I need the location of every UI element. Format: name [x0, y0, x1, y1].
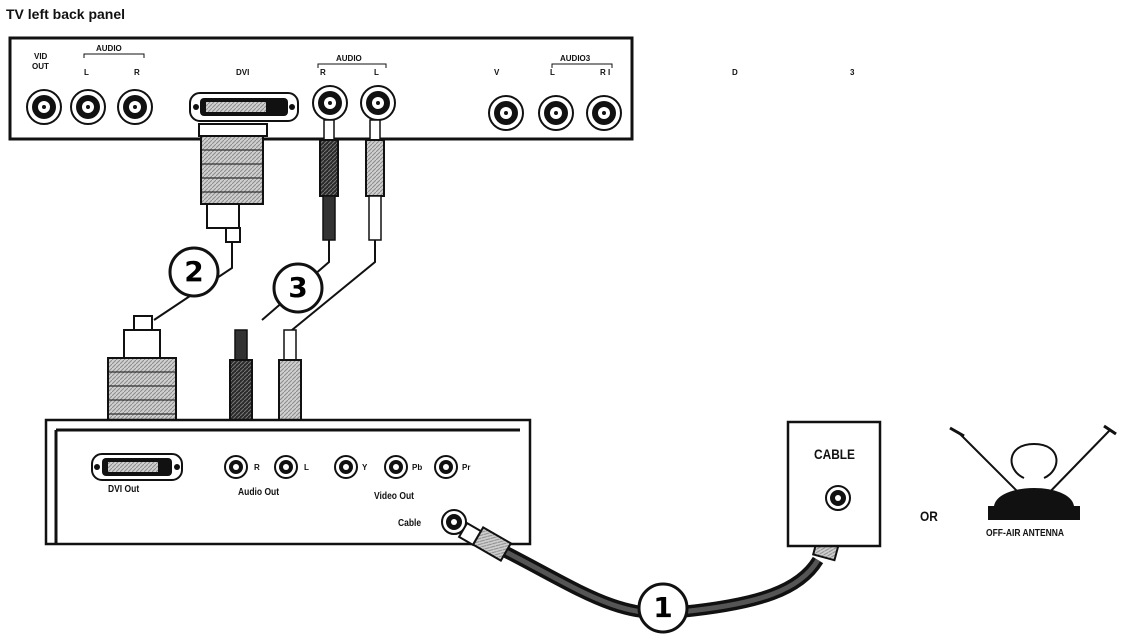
tv-vid-out-jack: [26, 89, 62, 125]
tv-dvi-label: DVI: [236, 68, 250, 77]
tv-v-label: V: [494, 68, 500, 77]
box-pb-jack: [384, 455, 408, 479]
tv-audio2-l-label: L: [374, 68, 379, 77]
box-y-label: Y: [362, 463, 368, 472]
tv-audio3-label: AUDIO3: [560, 54, 591, 63]
callout-2-number: 2: [184, 255, 204, 288]
tv-audio3-l-label: L: [550, 68, 555, 77]
tv-audio2-label: AUDIO: [336, 54, 362, 63]
box-r-label: R: [254, 463, 260, 472]
box-pr-label: Pr: [462, 463, 471, 472]
antenna-label: OFF-AIR ANTENNA: [986, 528, 1065, 539]
tv-out-label: OUT: [32, 62, 49, 71]
tv-audio2-r-label: R: [320, 68, 326, 77]
callout-1-number: 1: [653, 591, 673, 624]
tv-audio1-label: AUDIO: [96, 44, 122, 53]
tv-extra-3-label: 3: [850, 68, 855, 77]
tv-audio2-r-jack: [312, 85, 348, 121]
rca-cable-line-white: [291, 240, 376, 331]
tv-audio1-l-label: L: [84, 68, 89, 77]
box-y-jack: [334, 455, 358, 479]
tv-extra-d-label: D: [732, 68, 738, 77]
tv-audio3-l-jack: [538, 95, 574, 131]
wall-cable-outlet: [786, 420, 882, 548]
rca-plug-top-red: [319, 119, 339, 241]
callout-circle-1: [637, 582, 689, 634]
dvi-connector-top: [198, 123, 268, 243]
tv-audio-l-jack: [70, 89, 106, 125]
box-dvi-out-label: DVI Out: [108, 484, 140, 495]
box-audio-r-jack: [224, 455, 248, 479]
callout-circle-3: [272, 262, 324, 314]
or-label: OR: [920, 508, 938, 524]
box-cable-label: Cable: [398, 518, 422, 529]
tv-audio3-r-label: R I: [600, 68, 611, 77]
dvi-cable-line: [153, 242, 233, 321]
tv-audio2-l-jack: [360, 85, 396, 121]
box-cable-jack: [441, 509, 467, 535]
box-dvi-port: [91, 453, 183, 481]
tv-audio-r-jack: [117, 89, 153, 125]
callout-circle-2: [168, 246, 220, 298]
callout-3-number: 3: [288, 271, 308, 304]
tv-v-jack: [488, 95, 524, 131]
box-pr-jack: [434, 455, 458, 479]
tv-vid-label: VID: [34, 52, 48, 61]
box-pb-label: Pb: [412, 463, 423, 472]
box-video-out-label: Video Out: [374, 491, 414, 502]
wall-cable-label: CABLE: [814, 446, 855, 462]
tv-audio3-r-jack: [586, 95, 622, 131]
box-audio-l-jack: [274, 455, 298, 479]
tv-back-panel: [8, 36, 634, 141]
coax-plug-box: [457, 521, 513, 563]
box-l-label: L: [304, 463, 309, 472]
box-audio-out-label: Audio Out: [238, 487, 280, 498]
diagram-title: TV left back panel: [6, 6, 126, 22]
rca-plug-top-white: [365, 119, 385, 241]
tv-audio1-r-label: R: [134, 68, 140, 77]
antenna-icon: [949, 424, 1117, 520]
tv-dvi-port: [189, 92, 299, 122]
